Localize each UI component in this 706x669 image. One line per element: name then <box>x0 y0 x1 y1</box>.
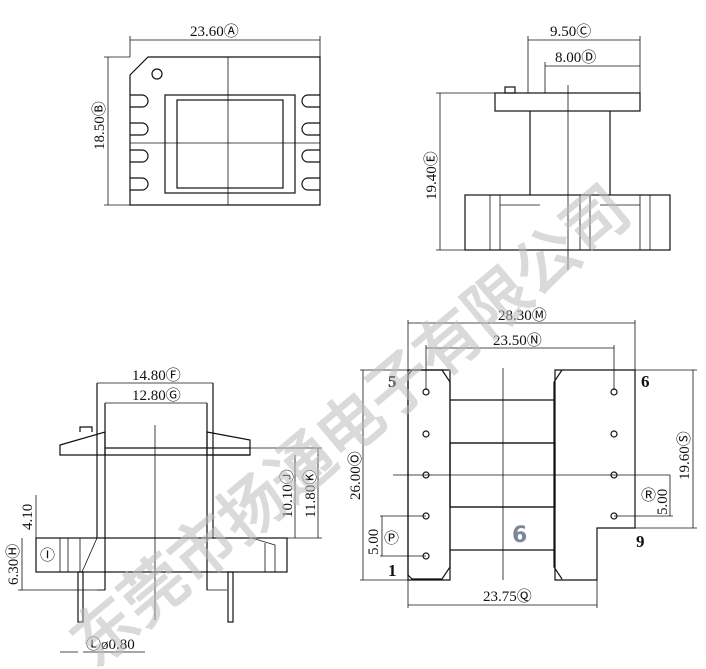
side-view: 9.50Ⓒ 8.00Ⓓ 19.40Ⓔ <box>423 23 671 270</box>
dim-q: 23.75Ⓠ <box>483 588 532 605</box>
dim-k: 11.80Ⓚ <box>302 470 319 518</box>
top-view: 23.60Ⓐ 18.50Ⓑ <box>91 23 321 206</box>
dim-m: 28.30Ⓜ <box>498 307 547 324</box>
dim-a: 23.60Ⓐ <box>190 23 239 40</box>
dim-d: 8.00Ⓓ <box>555 49 596 66</box>
dim-e: 19.40Ⓔ <box>423 151 440 200</box>
bottom-view: 5 6 1 9 6 28.30Ⓜ 23.50Ⓝ 26.00Ⓞ 5.00 Ⓟ 23… <box>347 307 697 608</box>
dim-l: Ⓛø0.80 <box>86 636 135 653</box>
dim-g: 12.80Ⓖ <box>132 387 181 404</box>
pin-label-1: 1 <box>388 561 397 580</box>
dim-r-value: 5.00 <box>655 489 671 515</box>
dim-s: 19.60Ⓢ <box>676 431 693 480</box>
front-view: 14.80Ⓕ 12.80Ⓖ 10.10Ⓙ 11.80Ⓚ 4.10 Ⓘ 6.30Ⓗ… <box>5 367 322 653</box>
dim-p-label: Ⓟ <box>384 530 399 547</box>
dim-b: 18.50Ⓑ <box>91 101 108 150</box>
dim-i-label: Ⓘ <box>40 547 55 564</box>
dim-o: 26.00Ⓞ <box>347 451 364 500</box>
watermark: 东莞市扬通电子有限公司 <box>58 172 645 669</box>
dim-i-value: 4.10 <box>20 504 36 530</box>
dim-n: 23.50Ⓝ <box>493 332 542 349</box>
dim-c: 9.50Ⓒ <box>550 23 591 40</box>
dim-f: 14.80Ⓕ <box>132 367 181 384</box>
pin-label-6: 6 <box>641 372 650 391</box>
dim-h: 6.30Ⓗ <box>5 544 22 585</box>
dim-r-label: Ⓡ <box>641 487 656 504</box>
dim-j: 10.10Ⓙ <box>279 469 296 518</box>
pin-label-5: 5 <box>388 372 397 391</box>
figure-number: 6 <box>512 523 527 548</box>
dim-p-value: 5.00 <box>366 529 382 555</box>
pin-label-9: 9 <box>636 532 645 551</box>
